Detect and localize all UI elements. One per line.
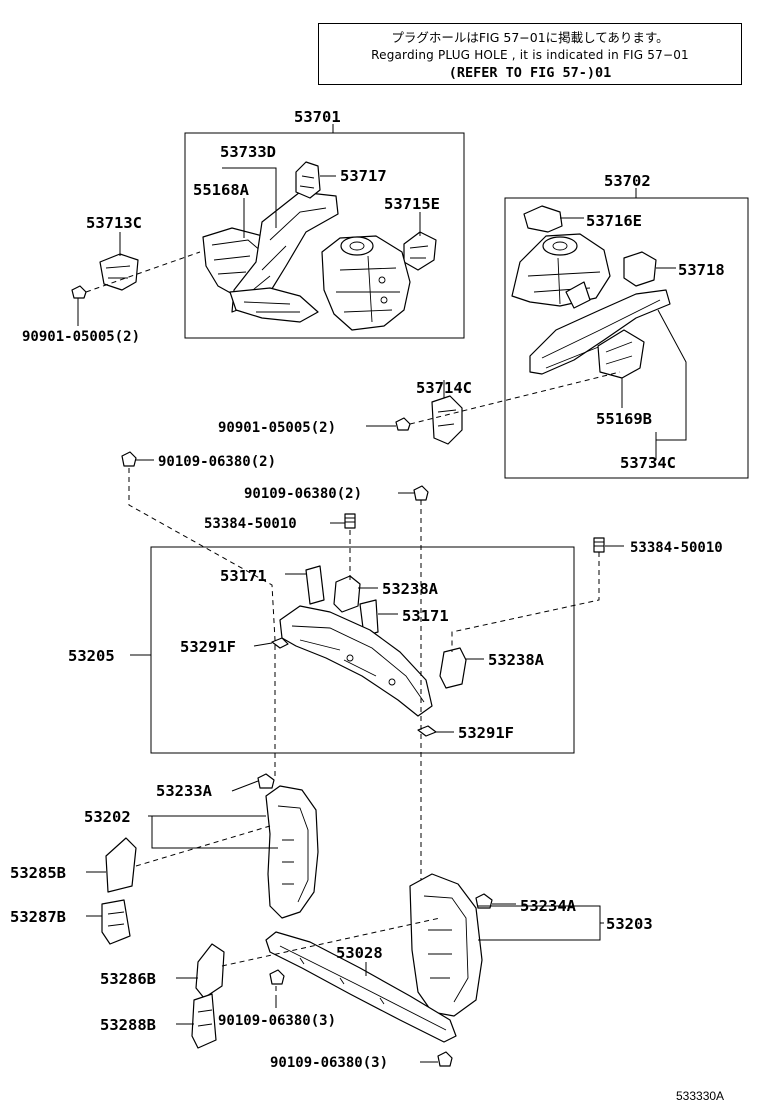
part-clip-53384-50010-right — [593, 537, 605, 553]
part-53028-lower-radiator-support — [265, 931, 457, 1043]
label-53171-left: 53171 — [220, 567, 267, 585]
part-bolt-90109-06380-upper-right — [413, 485, 429, 501]
label-53713C: 53713C — [86, 214, 142, 232]
label-55169B: 55169B — [596, 410, 652, 428]
part-53733D-member — [229, 191, 339, 323]
part-53716E-bracket — [523, 205, 563, 233]
part-clip-53384-50010-left — [344, 513, 356, 529]
part-upper-radiator-support — [279, 605, 433, 717]
label-53028: 53028 — [336, 944, 383, 962]
label-53702: 53702 — [604, 172, 651, 190]
part-suspension-tower-left — [321, 235, 411, 331]
figure-id: 533330A — [676, 1089, 724, 1103]
label-53384-50010-right: 53384-50010 — [630, 540, 723, 556]
part-labels: 53701 53733D 53717 55168A 53715E 53713C … — [10, 108, 725, 1103]
note-english-text: Regarding PLUG HOLE , it is indicated in… — [371, 48, 689, 62]
part-53171-bracket-left — [305, 565, 325, 605]
label-53716E: 53716E — [586, 212, 642, 230]
label-53238A-lower: 53238A — [488, 651, 545, 669]
label-53202: 53202 — [84, 808, 131, 826]
part-53717-bracket — [295, 161, 321, 199]
label-53238A-upper: 53238A — [382, 580, 439, 598]
assembly-frame-53702 — [504, 197, 749, 479]
part-53233A-clip — [257, 773, 275, 789]
label-53286B: 53286B — [100, 970, 156, 988]
label-53171-right: 53171 — [402, 607, 449, 625]
part-53285B-bracket — [105, 837, 137, 893]
label-53733D: 53733D — [220, 143, 276, 161]
part-bolt-90109-06380-lower-right — [437, 1051, 453, 1067]
part-53287B-bracket — [101, 899, 131, 945]
label-90109-06380-lower-right: 90109-06380(3) — [270, 1055, 388, 1071]
assembly-frame-53701 — [184, 132, 465, 339]
note-reference-text: (REFER TO FIG 57-)01 — [448, 65, 612, 81]
label-53291F-upper: 53291F — [180, 638, 236, 656]
part-bolt-90901-05005-left — [71, 285, 87, 299]
part-bolt-90109-06380-upper-left — [121, 451, 137, 467]
label-53291F-lower: 53291F — [458, 724, 514, 742]
part-53238A-bracket-lower — [439, 647, 467, 689]
label-53288B: 53288B — [100, 1016, 156, 1034]
part-53203-support-side-right — [409, 873, 483, 1017]
part-55169B-member — [529, 289, 671, 379]
label-55168A: 55168A — [193, 181, 250, 199]
part-suspension-tower-right — [511, 233, 611, 309]
label-53714C: 53714C — [416, 379, 472, 397]
part-53286B-bracket — [195, 943, 225, 999]
label-53718: 53718 — [678, 261, 725, 279]
note-japanese-text: プラグホールはFIG 57−01に掲載してあります。 — [391, 30, 669, 45]
label-53203: 53203 — [606, 915, 653, 933]
label-90109-06380-lower-left: 90109-06380(3) — [218, 1013, 336, 1029]
part-53202-support-side-left — [265, 785, 319, 919]
label-53734C: 53734C — [620, 454, 676, 472]
label-53287B: 53287B — [10, 908, 66, 926]
label-53715E: 53715E — [384, 195, 440, 213]
label-53285B: 53285B — [10, 864, 66, 882]
part-53288B-bracket — [191, 993, 217, 1049]
label-53384-50010-left: 53384-50010 — [204, 516, 297, 532]
assembly-frame-53205 — [150, 546, 575, 754]
part-53714C-bracket — [431, 395, 463, 445]
assembly-dashed-lines — [85, 251, 621, 1000]
plug-hole-note-box: プラグホールはFIG 57−01に掲載してあります。 Regarding PLU… — [318, 23, 742, 85]
part-53291F-pad-upper — [271, 637, 289, 649]
part-53238A-bracket-upper — [333, 575, 361, 613]
part-bolt-90109-06380-lower-left — [269, 969, 285, 985]
part-53718-bracket — [623, 251, 657, 287]
label-53701: 53701 — [294, 108, 341, 126]
leader-lines — [77, 124, 687, 1063]
label-53717: 53717 — [340, 167, 387, 185]
label-53233A: 53233A — [156, 782, 213, 800]
label-90109-06380-upper-right: 90109-06380(2) — [244, 486, 362, 502]
label-90901-05005-right: 90901-05005(2) — [218, 420, 336, 436]
part-53234A-clip — [475, 893, 493, 909]
part-bolt-90901-05005-right — [395, 417, 411, 431]
part-53715E-bracket — [403, 231, 437, 271]
label-53234A: 53234A — [520, 897, 577, 915]
label-90109-06380-upper-left: 90109-06380(2) — [158, 454, 276, 470]
label-53205: 53205 — [68, 647, 115, 665]
label-90901-05005-left: 90901-05005(2) — [22, 329, 140, 345]
